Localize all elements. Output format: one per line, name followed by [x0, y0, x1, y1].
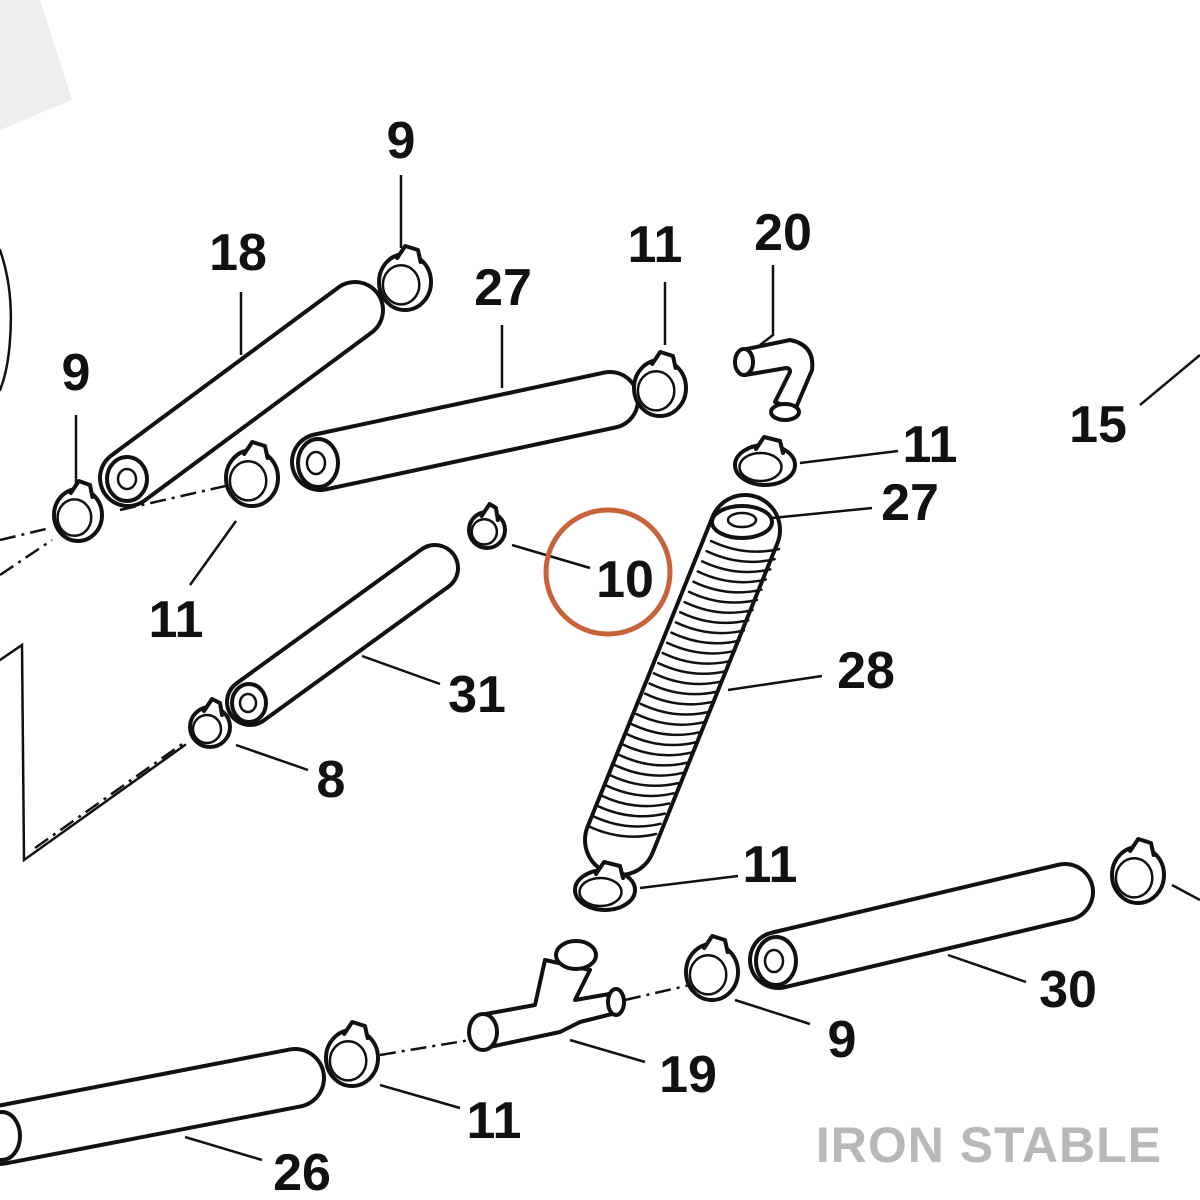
callout-11: 11	[743, 836, 798, 894]
hose-clamp	[1110, 837, 1166, 905]
hose-clamp	[188, 697, 232, 749]
callout-11: 11	[903, 416, 958, 474]
callout-18: 18	[209, 224, 267, 282]
hose-rib	[692, 580, 763, 594]
hose-rib	[599, 794, 671, 808]
callout-11: 11	[149, 591, 204, 649]
leader-line	[799, 449, 899, 465]
assembly-line	[119, 483, 231, 512]
leader-line	[569, 1038, 646, 1064]
hose-clamp	[467, 502, 507, 550]
callout-27: 27	[474, 259, 532, 317]
assembly-line	[0, 538, 53, 577]
leader-line	[639, 874, 739, 890]
assembly-line	[0, 526, 51, 542]
callout-28: 28	[837, 642, 895, 700]
hose-rib	[657, 661, 728, 676]
callout-8: 8	[317, 751, 346, 809]
callout-9: 9	[828, 1011, 857, 1069]
leader-line	[511, 543, 591, 570]
hose-clamp	[733, 435, 797, 487]
leader-line	[188, 520, 238, 586]
hose-27	[290, 370, 640, 492]
hose-rib	[617, 753, 688, 767]
hose-rib	[652, 672, 724, 686]
hose-rib	[700, 560, 772, 574]
hose-rib	[635, 712, 706, 726]
leader-line	[184, 1135, 263, 1162]
t-fitting-19	[467, 939, 626, 1052]
hose-rib	[687, 590, 759, 604]
callout-11: 11	[628, 216, 683, 274]
hose-rib	[604, 784, 675, 798]
leader-line	[734, 998, 811, 1026]
hose-rib	[630, 722, 702, 737]
hose-31	[225, 543, 460, 727]
watermark: IRON STABLE	[816, 1117, 1162, 1173]
callout-19: 19	[659, 1046, 717, 1104]
hose-26	[0, 1047, 326, 1166]
hose-rib	[613, 763, 684, 777]
hose-rib	[591, 814, 662, 828]
leader-line	[379, 1083, 461, 1110]
callout-15: 15	[1069, 396, 1127, 454]
leader-line	[1139, 354, 1200, 406]
background-shape	[0, 0, 72, 130]
hose-30	[748, 862, 1095, 990]
assembly-line	[379, 1038, 471, 1057]
leader-line	[771, 506, 873, 520]
callout-20: 20	[754, 204, 812, 262]
hose-rib	[626, 733, 697, 747]
frame-outline	[0, 642, 187, 863]
highlight-circle	[543, 507, 673, 637]
callout-9: 9	[62, 344, 91, 402]
leader-line	[361, 654, 441, 686]
hose-rib	[648, 682, 719, 696]
leader-line	[1171, 883, 1200, 902]
hose-rib	[709, 539, 781, 553]
leader-line	[727, 674, 823, 692]
assembly-line	[624, 983, 691, 1002]
leader-line	[759, 265, 775, 346]
hose-rib	[670, 631, 741, 645]
frame-edge	[0, 248, 13, 392]
hose-clamp	[52, 479, 104, 543]
leader-line	[947, 953, 1027, 984]
hose-rib	[683, 600, 754, 614]
leader-line	[235, 743, 309, 772]
hose-rib	[595, 804, 667, 818]
hose-clamp	[224, 440, 280, 508]
hose-rib	[665, 641, 737, 655]
hose-rib	[621, 743, 693, 757]
elbow-fitting-20	[733, 338, 815, 422]
callout-26: 26	[273, 1144, 331, 1200]
hose-clamp	[632, 350, 688, 418]
hose-18	[98, 280, 385, 508]
callout-9: 9	[387, 112, 416, 170]
hose-rib	[639, 702, 710, 716]
hose-clamp	[377, 244, 433, 312]
callout-11: 11	[467, 1092, 522, 1150]
assembly-line	[34, 740, 186, 850]
hose-clamp	[324, 1020, 380, 1088]
hose-rib	[586, 824, 658, 838]
hose-rib	[674, 621, 746, 635]
hose-rib	[705, 549, 776, 564]
hose-rib	[679, 611, 750, 625]
hose-rib	[608, 773, 680, 788]
hose-clamp	[573, 860, 637, 912]
callout-31: 31	[448, 666, 506, 724]
corrugated-hose-28	[583, 493, 782, 877]
hose-clamp	[684, 934, 740, 1002]
callout-30: 30	[1039, 961, 1097, 1019]
callout-10: 10	[596, 551, 654, 609]
hose-rib	[643, 692, 715, 706]
callout-27: 27	[881, 474, 939, 532]
hose-rib	[696, 570, 768, 584]
hose-rib	[661, 651, 732, 665]
